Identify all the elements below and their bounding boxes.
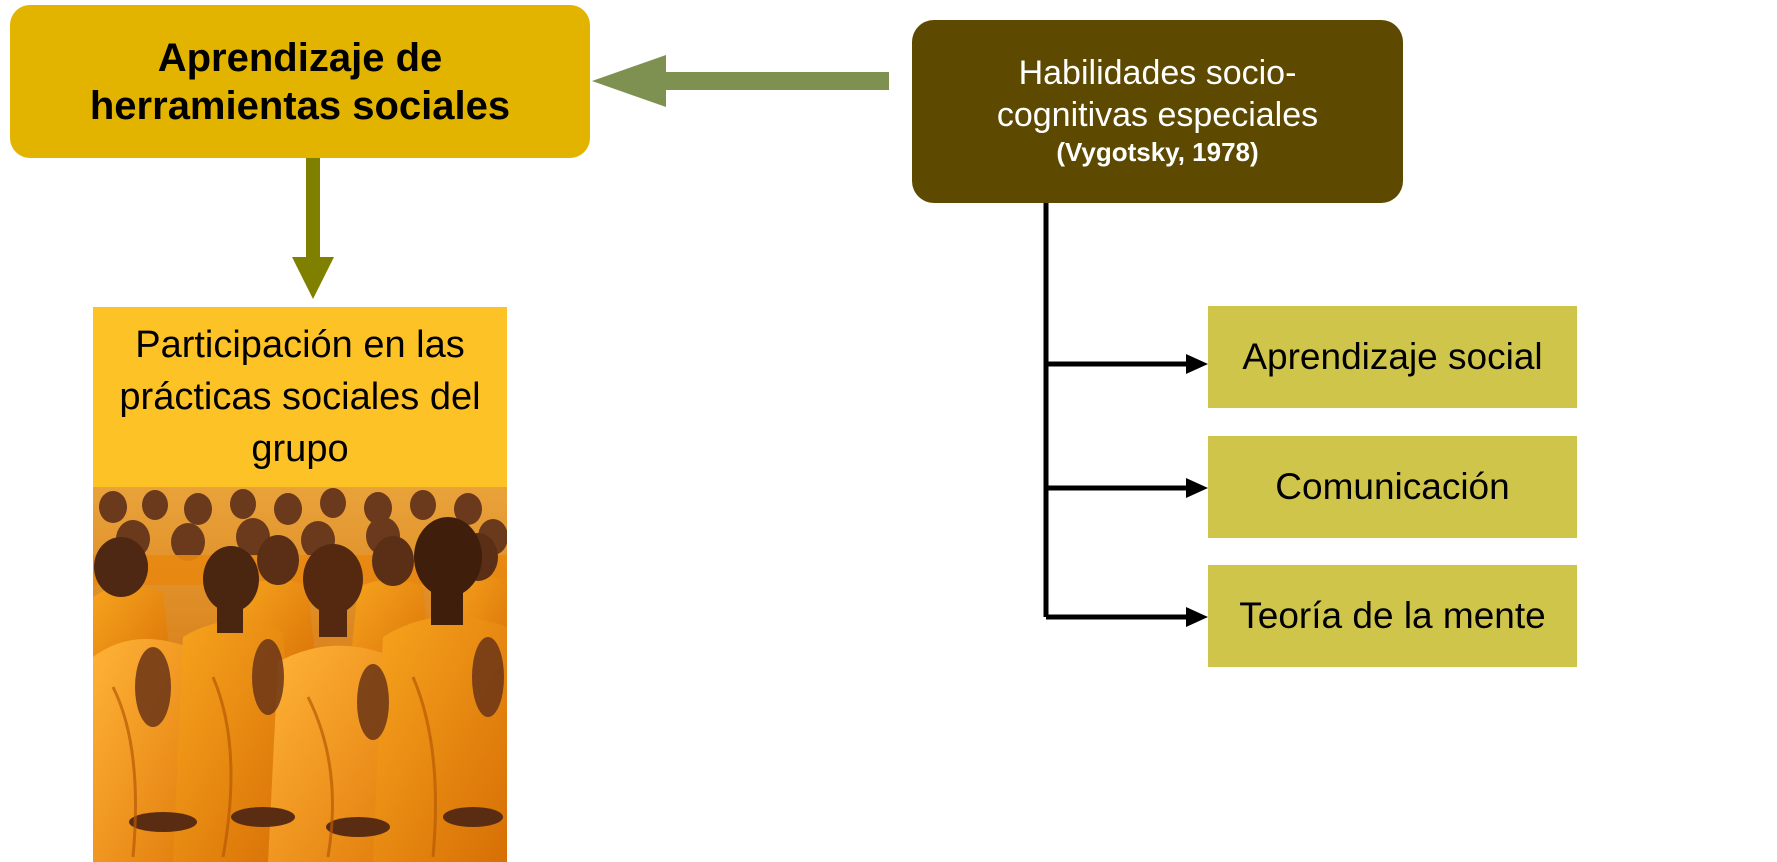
main-topic-line1: Aprendizaje de xyxy=(157,35,443,80)
participation-text: Participación en las prácticas sociales … xyxy=(119,324,481,470)
skills-box-line2: cognitivas especiales xyxy=(996,95,1319,134)
tree-connector xyxy=(1043,203,1195,620)
arrow-left-to-main-topic xyxy=(592,55,889,107)
participation-label: Participación en las prácticas sociales … xyxy=(93,307,507,487)
monks-photo xyxy=(93,487,507,862)
socio-cognitive-skills-box: Habilidades socio- cognitivas especiales… xyxy=(912,20,1403,203)
skills-box-citation: (Vygotsky, 1978) xyxy=(1056,136,1259,167)
skill-item-label: Aprendizaje social xyxy=(1242,336,1543,377)
monks-illustration xyxy=(93,487,507,862)
skill-item-communication: Comunicación xyxy=(1208,436,1577,538)
main-topic-box: Aprendizaje de herramientas sociales xyxy=(10,5,590,158)
skills-box-line1: Habilidades socio- xyxy=(1018,53,1297,92)
connector-arrowheads xyxy=(1186,354,1208,627)
skill-item-social-learning: Aprendizaje social xyxy=(1208,306,1577,408)
skill-item-label: Teoría de la mente xyxy=(1239,595,1546,636)
main-topic-line2: herramientas sociales xyxy=(89,83,511,128)
skill-item-theory-of-mind: Teoría de la mente xyxy=(1208,565,1577,667)
skill-item-label: Comunicación xyxy=(1275,466,1510,507)
arrow-down-to-participation xyxy=(292,156,334,299)
